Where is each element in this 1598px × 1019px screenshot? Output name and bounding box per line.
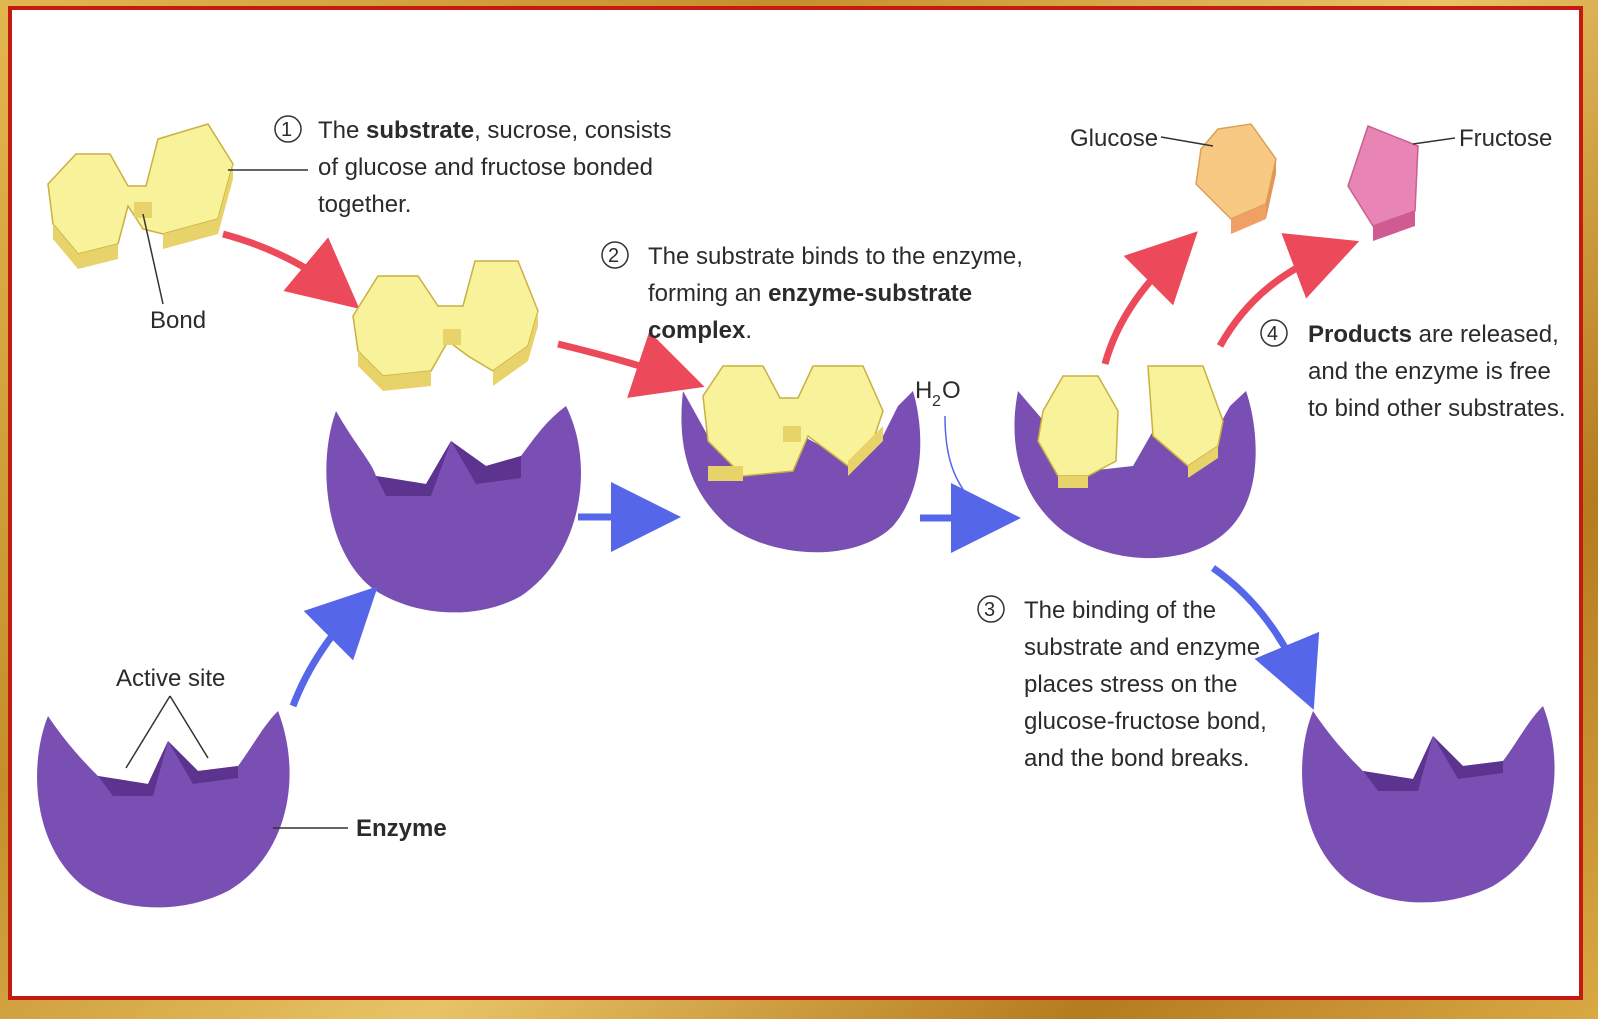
caption-segment: to bind other substrates. — [1308, 395, 1565, 422]
red-arrow-glucose-release — [1105, 251, 1178, 364]
sucrose-substrate-approaching — [353, 261, 538, 391]
step-4-number: 4 — [1267, 323, 1278, 345]
sucrose-substrate-top-left — [48, 124, 233, 269]
blue-arrow-enzyme-rises — [293, 606, 358, 706]
step-3-line-1: The binding of the — [1024, 597, 1216, 624]
caption-segment: and the enzyme is free — [1308, 358, 1551, 385]
step-1-line-2: of glucose and fructose bonded — [318, 154, 653, 181]
step-3-line-3: places stress on the — [1024, 671, 1237, 698]
step-1-number: 1 — [281, 119, 292, 141]
caption-segment: , sucrose, consists — [474, 117, 671, 144]
bond-label: Bond — [150, 307, 206, 334]
step-3-line-5: and the bond breaks. — [1024, 745, 1250, 772]
water-label: H 2 O — [915, 377, 961, 410]
step-1-line-1: The substrate, sucrose, consists — [318, 117, 671, 144]
h2o-h: H — [915, 377, 932, 404]
caption-segment: and the bond breaks. — [1024, 745, 1250, 772]
step-2-line-2: forming an enzyme-substrate — [648, 280, 972, 307]
enzyme-reaction-diagram: Bond 1 The substrate, sucrose, consists … — [8, 6, 1583, 1000]
caption-segment: Products — [1308, 321, 1412, 348]
step-3-line-2: substrate and enzyme — [1024, 634, 1260, 661]
enzyme-freed-bottom-right — [1302, 706, 1555, 902]
fructose-label: Fructose — [1459, 125, 1552, 152]
caption-segment: places stress on the — [1024, 671, 1237, 698]
glucose-product — [1196, 124, 1276, 234]
water-thin-arrow — [945, 416, 976, 506]
active-site-label: Active site — [116, 665, 225, 692]
step-2-caption: 2 The substrate binds to the enzyme, for… — [602, 242, 1023, 344]
red-arrow-substrate-approach — [223, 234, 338, 291]
caption-segment: substrate — [366, 117, 474, 144]
glucose-label: Glucose — [1070, 125, 1158, 152]
step-4-line-2: and the enzyme is free — [1308, 358, 1551, 385]
caption-segment: glucose-fructose bond, — [1024, 708, 1267, 735]
h2o-o: O — [942, 377, 961, 404]
red-arrow-binding — [558, 344, 678, 378]
caption-segment: of glucose and fructose bonded — [318, 154, 653, 181]
enzyme-empty-middle — [326, 406, 581, 612]
glucose-label-line — [1161, 137, 1213, 146]
caption-segment: . — [745, 317, 752, 344]
caption-segment: forming an — [648, 280, 768, 307]
h2o-subscript: 2 — [932, 393, 941, 410]
step-1-line-3: together. — [318, 191, 411, 218]
caption-segment: enzyme-substrate — [768, 280, 972, 307]
caption-segment: complex — [648, 317, 746, 344]
step-1-caption: 1 The substrate, sucrose, consists of gl… — [275, 116, 671, 218]
step-4-line-1: Products are released, — [1308, 321, 1559, 348]
caption-segment: together. — [318, 191, 411, 218]
step-3-caption: 3 The binding of the substrate and enzym… — [978, 596, 1267, 772]
step-2-number: 2 — [608, 245, 619, 267]
caption-segment: The binding of the — [1024, 597, 1216, 624]
step-4-caption: 4 Products are released, and the enzyme … — [1261, 320, 1565, 422]
fructose-label-line — [1413, 138, 1455, 144]
enzyme-bottom-left — [37, 711, 290, 907]
step-3-line-4: glucose-fructose bond, — [1024, 708, 1267, 735]
blue-arrow-enzyme-freed — [1213, 568, 1303, 684]
step-2-line-1: The substrate binds to the enzyme, — [648, 243, 1023, 270]
step-2-line-3: complex. — [648, 317, 752, 344]
caption-segment: substrate and enzyme — [1024, 634, 1260, 661]
step-4-line-3: to bind other substrates. — [1308, 395, 1565, 422]
caption-segment: The substrate binds to the enzyme, — [648, 243, 1023, 270]
enzyme-substrate-complex — [681, 366, 920, 552]
fructose-product — [1348, 126, 1418, 241]
enzyme-label: Enzyme — [356, 815, 447, 842]
caption-segment: are released, — [1412, 321, 1559, 348]
caption-segment: The — [318, 117, 366, 144]
step-3-number: 3 — [984, 599, 995, 621]
enzyme-bond-breaking — [1014, 366, 1255, 558]
